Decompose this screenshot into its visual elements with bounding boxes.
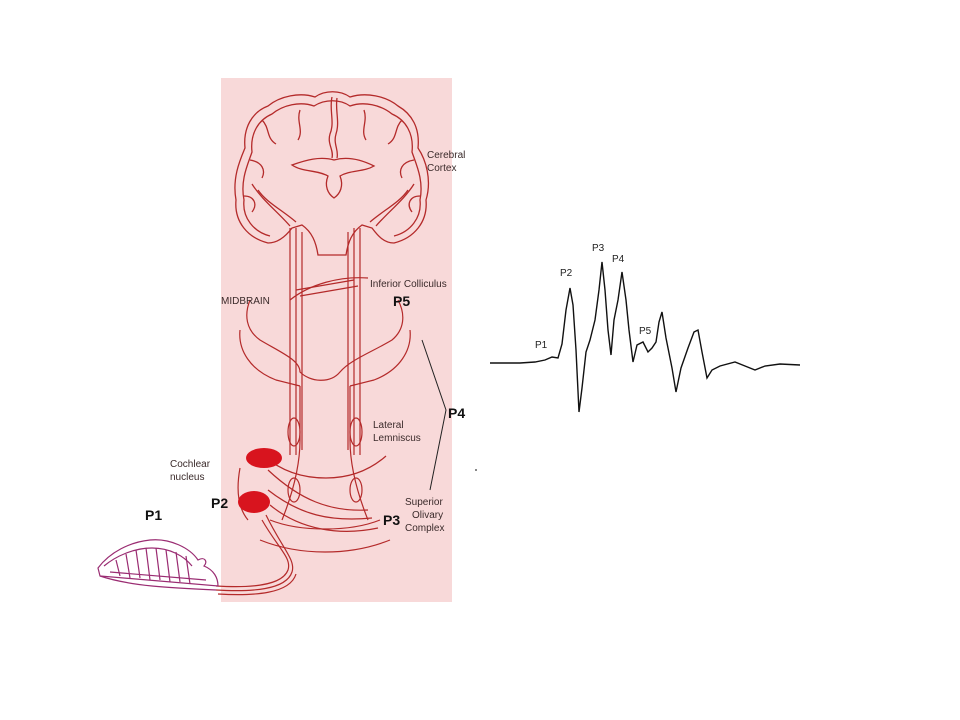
- label-complex: Complex: [405, 523, 444, 534]
- cochlear-nucleus-upper: [246, 448, 282, 468]
- label-p3: P3: [383, 512, 400, 528]
- label-midbrain: MIDBRAIN: [221, 296, 270, 307]
- stray-dot: [475, 469, 477, 471]
- label-cortex: Cortex: [427, 163, 456, 174]
- cochlea: [97, 539, 219, 591]
- label-inferior-colliculus: Inferior Colliculus: [370, 279, 447, 290]
- abr-waveform: [490, 261, 801, 413]
- label-cerebral: Cerebral: [427, 150, 465, 161]
- label-p2: P2: [211, 495, 228, 511]
- auditory-nerve: [215, 467, 297, 596]
- label-p5: P5: [393, 293, 410, 309]
- label-p1: P1: [145, 507, 162, 523]
- brainstem-outline: [239, 228, 411, 553]
- wave-label-p5: P5: [639, 326, 652, 337]
- cochlear-nucleus-lower: [238, 491, 270, 513]
- wave-label-p1: P1: [535, 340, 548, 351]
- label-lateral: Lateral: [373, 420, 404, 431]
- wave-label-p4: P4: [612, 254, 625, 265]
- label-lemniscus: Lemniscus: [373, 433, 421, 444]
- label-cochlear: Cochlear: [170, 459, 211, 470]
- p4-bracket: [421, 339, 447, 491]
- cerebrum-outline: [234, 91, 430, 256]
- wave-label-p2: P2: [560, 268, 573, 279]
- label-superior: Superior: [405, 497, 443, 508]
- label-nucleus: nucleus: [170, 472, 204, 483]
- label-olivary: Olivary: [412, 510, 443, 521]
- wave-label-p3: P3: [592, 243, 605, 254]
- label-p4: P4: [448, 405, 465, 421]
